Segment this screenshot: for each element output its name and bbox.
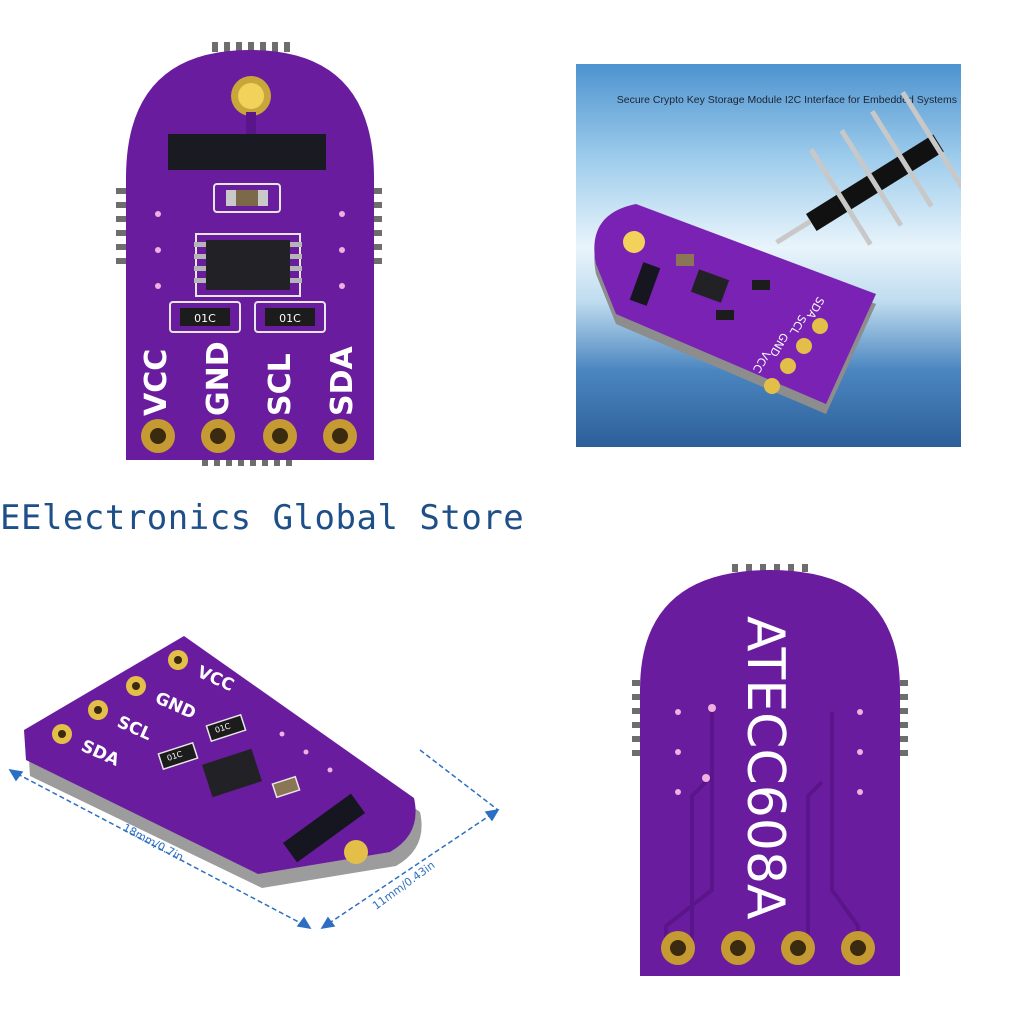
front-pin-label-sda: SDA [325,345,360,416]
front-board-image: 01C 01C VCC GND SCL SDA [110,38,390,468]
front-resistor-label-1: 01C [194,312,216,325]
promo-title: Secure Crypto Key Storage Module I2C Int… [616,94,957,106]
castellation-bottom [202,456,292,466]
back-pin-pads [661,931,875,965]
castellation-left [116,188,126,264]
angled-pcb-outline [24,636,416,874]
angled-board-image: VCC GND SCL SDA 01C 01C 18mm/0.7in 11mm/… [0,630,520,950]
promo-board: SDA SCL GND VCC [594,204,876,414]
back-pcb-outline [640,570,900,976]
castellation-top [212,42,290,52]
store-name: EElectronics Global Store [0,498,525,538]
crypto-chip [194,233,302,297]
front-pin-label-scl: SCL [263,353,298,416]
back-chip-label: ATECC608A [735,616,795,920]
back-board-image: ATECC608A [622,560,922,980]
castellation-right [372,188,382,264]
front-pin-pads [141,419,357,453]
width-dimension [320,749,500,930]
front-pin-label-vcc: VCC [139,349,174,416]
front-resistor-label-2: 01C [279,312,301,325]
promo-image: Secure Crypto Key Storage Module I2C Int… [576,64,961,447]
length-dimension [8,768,312,930]
front-pin-label-gnd: GND [201,341,236,416]
header-pins [775,90,961,246]
